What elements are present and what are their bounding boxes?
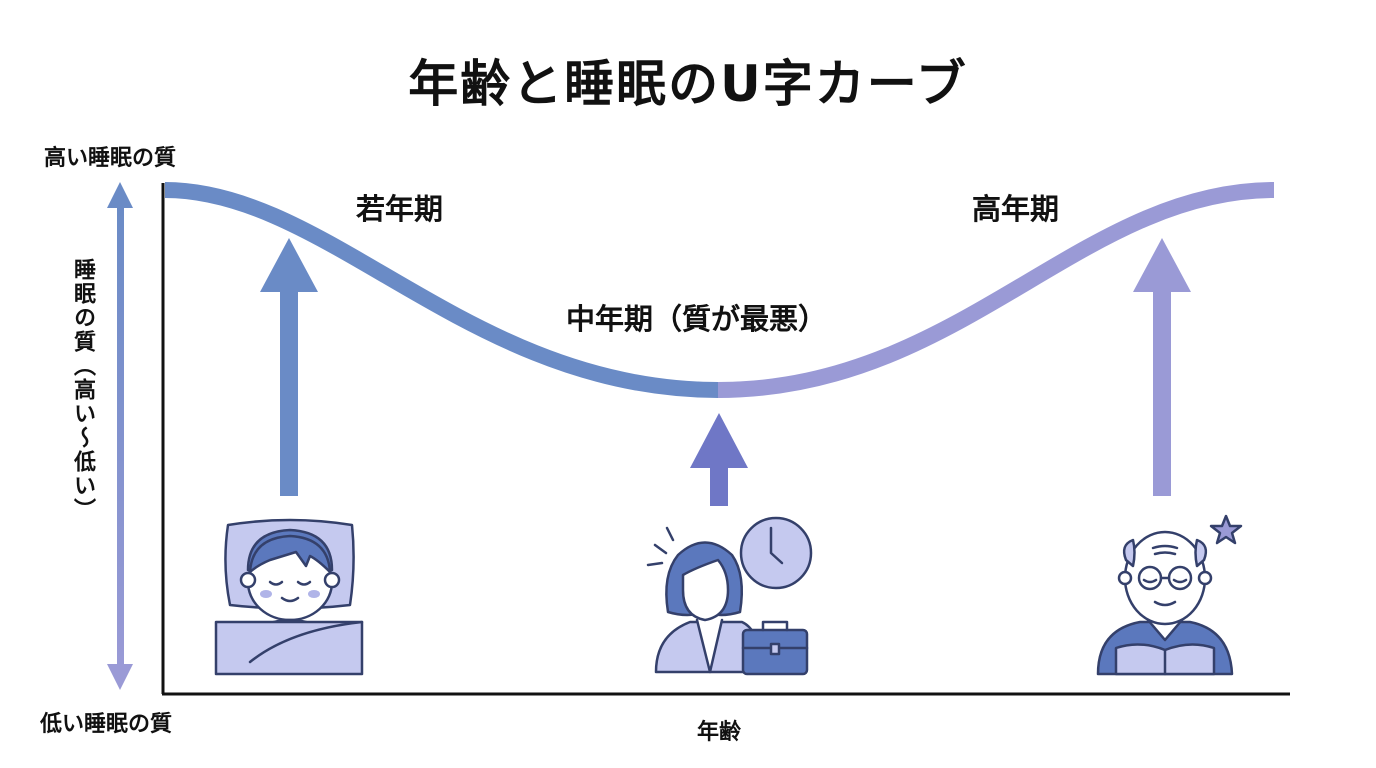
page-title: 年齢と睡眠のU字カーブ: [408, 55, 968, 113]
stage-label-young: 若年期: [356, 192, 444, 226]
y-axis-title: 睡眠の質（高い～低い）: [70, 258, 95, 522]
x-axis-title: 年齢: [697, 720, 742, 745]
busy-woman-icon: [646, 516, 813, 676]
arrow-old-up: [1133, 238, 1191, 496]
curve-right-segment: [717, 182, 1275, 398]
elderly-man-reading-icon: [1096, 514, 1243, 676]
stage-label-middle: 中年期（質が最悪）: [566, 302, 828, 336]
sleeping-child-icon: [214, 518, 364, 676]
stage-label-old: 高年期: [972, 192, 1060, 226]
y-axis-high-label: 高い睡眠の質: [44, 146, 177, 171]
clock-icon: [739, 516, 813, 590]
arrow-young-up: [260, 238, 318, 496]
star-icon: [1209, 514, 1243, 545]
arrow-down-icon: [107, 664, 133, 690]
curve-left-segment: [164, 182, 719, 398]
y-axis-low-label: 低い睡眠の質: [40, 712, 173, 737]
arrow-middle-up: [690, 413, 748, 506]
arrow-up-icon: [107, 182, 133, 208]
y-axis-double-arrow: [107, 182, 133, 690]
